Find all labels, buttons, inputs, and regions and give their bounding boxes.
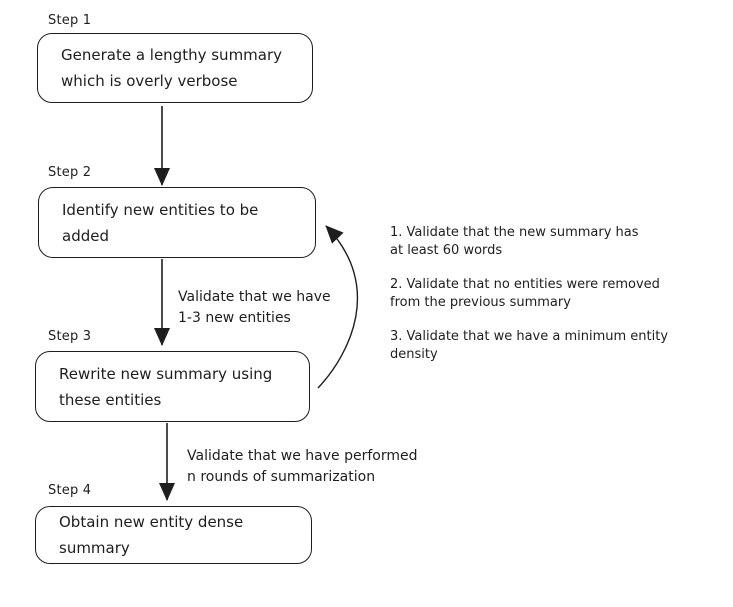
step-1-label: Step 1 bbox=[48, 13, 92, 28]
step-2-label: Step 2 bbox=[48, 165, 92, 180]
loop-note-3: 3. Validate that we have a minimum entit… bbox=[390, 329, 669, 362]
edge-label-validate-rounds: Validate that we have performed n rounds… bbox=[187, 448, 418, 485]
step-2-box: Identify new entities to be added bbox=[38, 187, 316, 258]
step-1-text: Generate a lengthy summary which is over… bbox=[61, 46, 283, 90]
loop-validation-notes: 1. Validate that the new summary has at … bbox=[390, 224, 725, 380]
step-3-box: Rewrite new summary using these entities bbox=[35, 351, 310, 422]
step-4-label: Step 4 bbox=[48, 483, 92, 498]
step-4-text: Obtain new entity dense summary bbox=[59, 513, 244, 557]
step-2-text: Identify new entities to be added bbox=[62, 200, 259, 245]
edge-label-validate-new-entities: Validate that we have 1-3 new entities bbox=[178, 289, 331, 326]
step-1-box: Generate a lengthy summary which is over… bbox=[37, 33, 313, 103]
loop-note-1: 1. Validate that the new summary has at … bbox=[390, 225, 639, 258]
loop-note-2: 2. Validate that no entities were remove… bbox=[390, 277, 660, 310]
step-3-label: Step 3 bbox=[48, 329, 92, 344]
step-4-box: Obtain new entity dense summary bbox=[35, 506, 312, 564]
step-3-text: Rewrite new summary using these entities bbox=[59, 364, 273, 409]
